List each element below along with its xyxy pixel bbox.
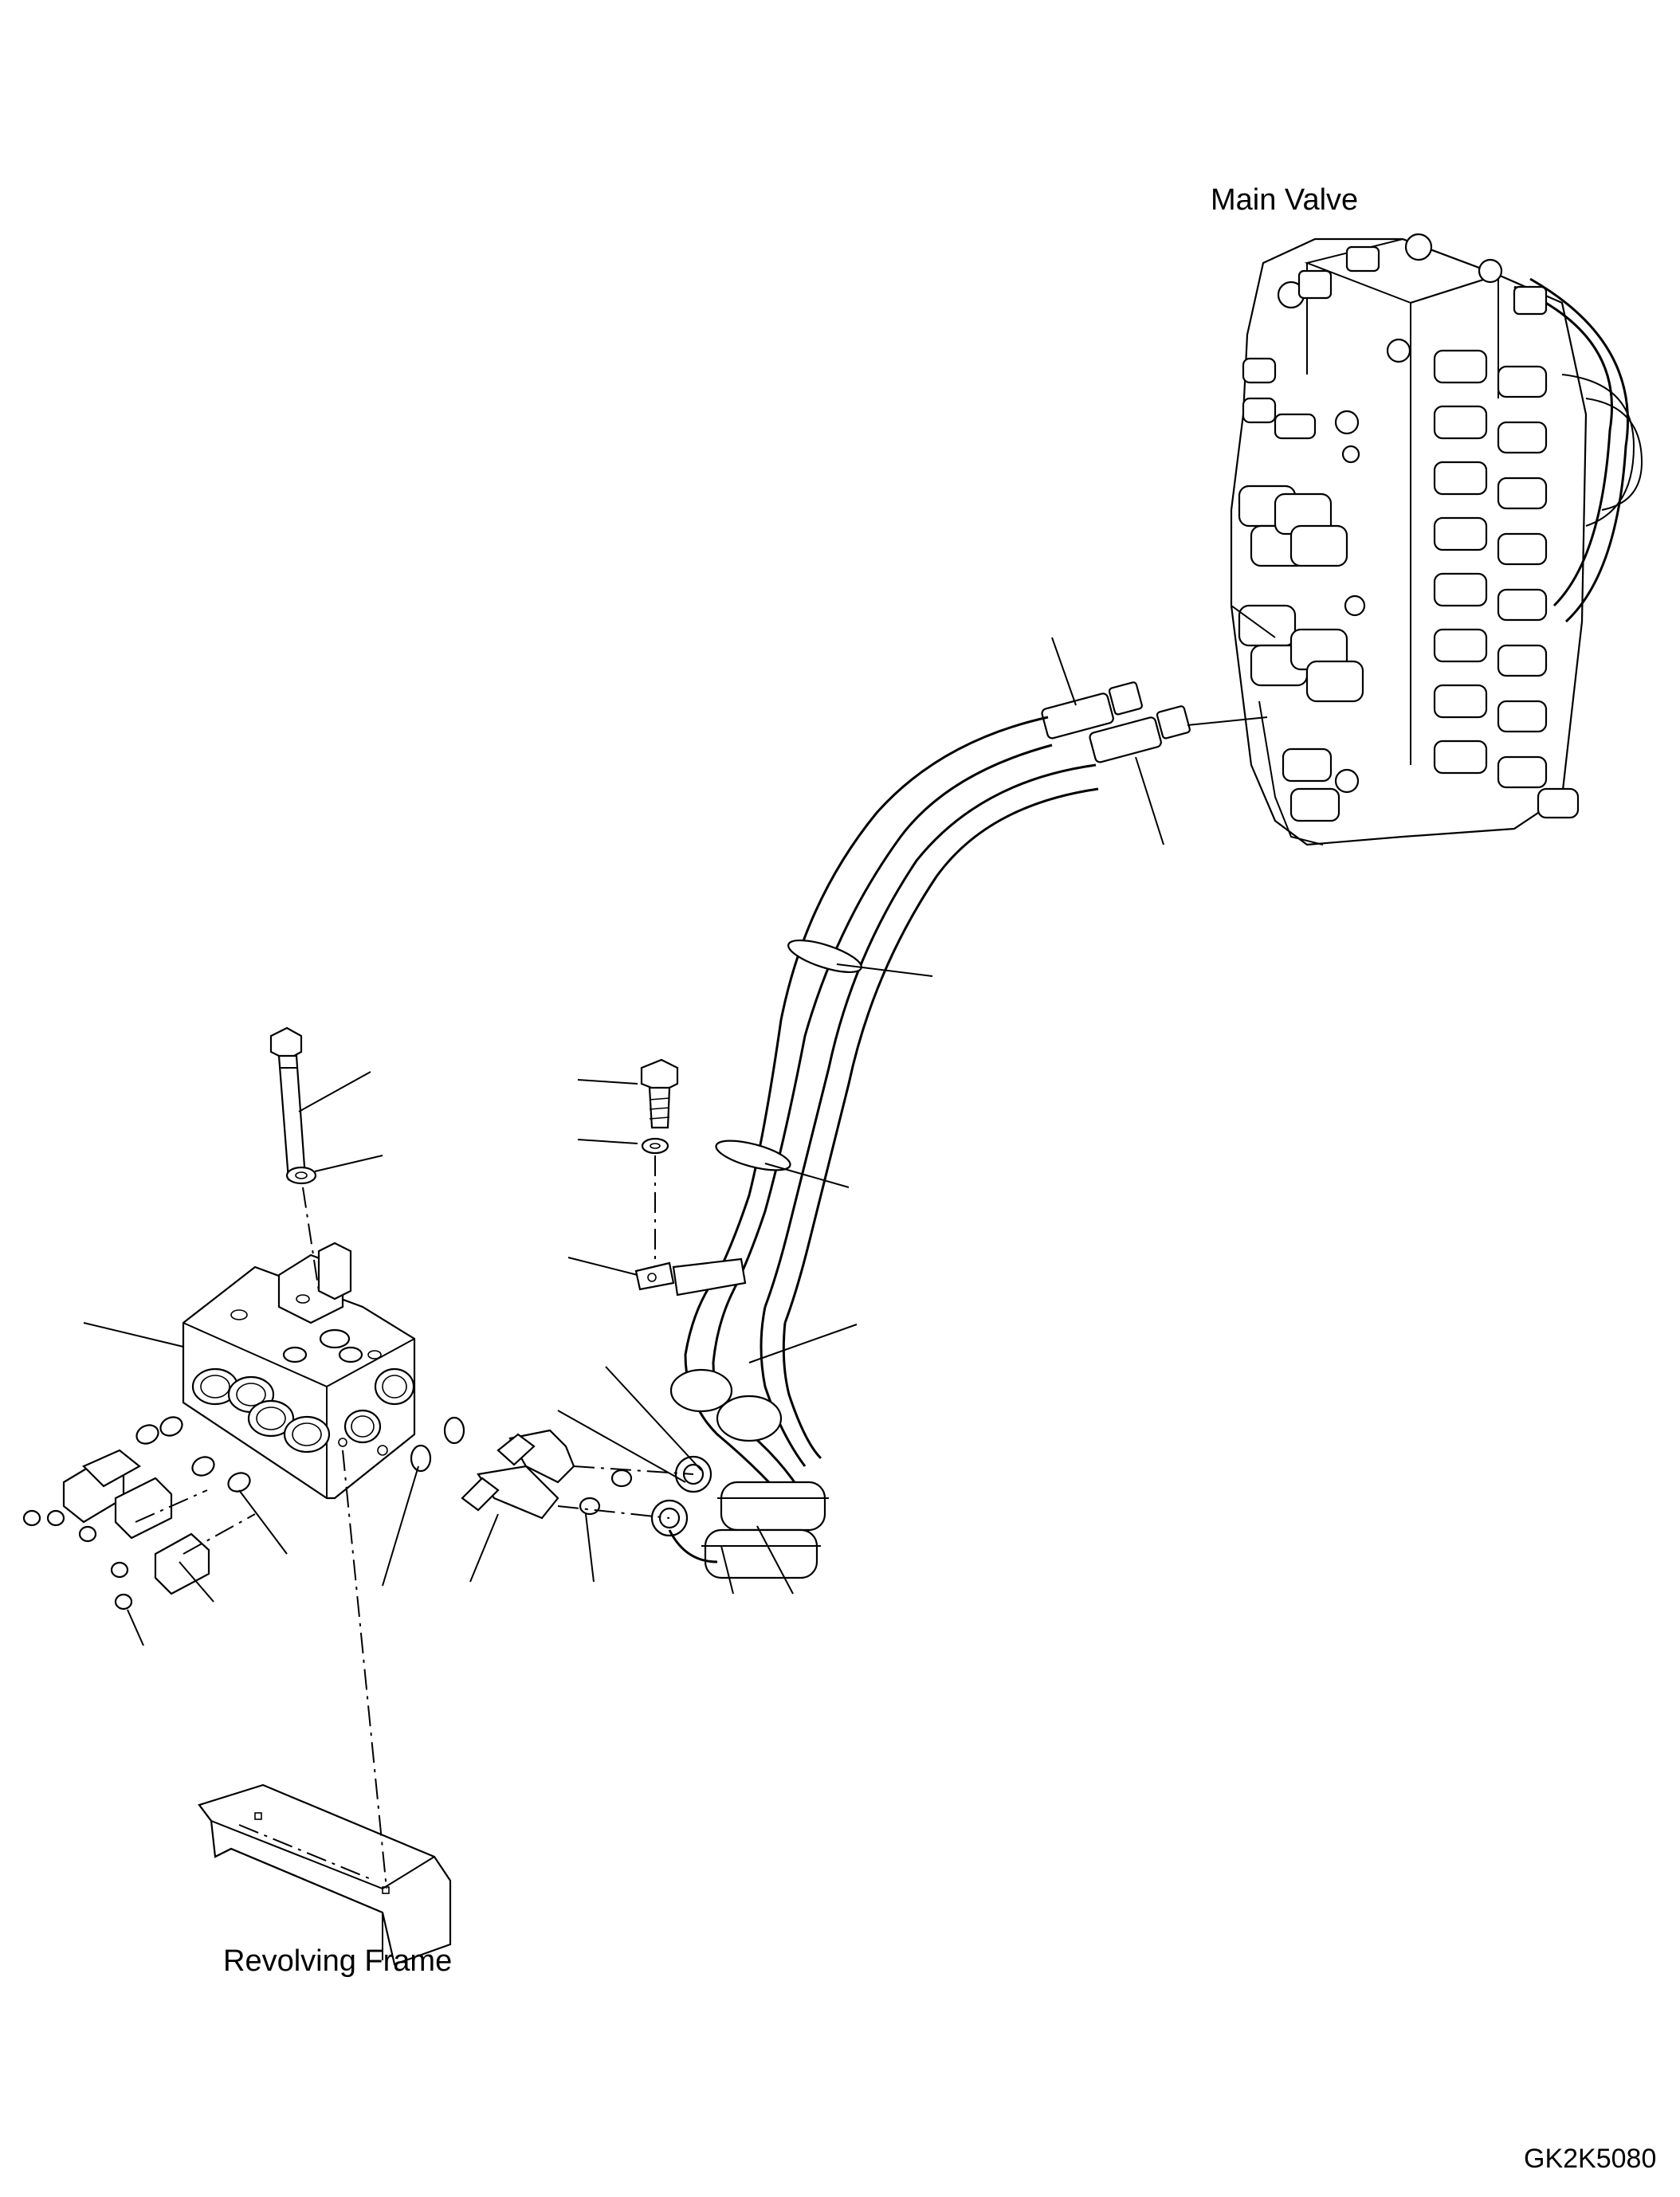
bolt-centerline	[302, 1187, 320, 1292]
clamp-washer	[641, 1137, 669, 1155]
revolving-frame-bracket	[198, 1783, 452, 1966]
clamp-plate	[634, 1261, 675, 1291]
leader-lines	[83, 637, 1164, 1646]
elbow-fittings	[410, 1416, 694, 1520]
revolving-frame-label: Revolving Frame	[223, 1944, 453, 1978]
hose-assembly	[650, 681, 1191, 1579]
bolt-washer	[285, 1166, 317, 1185]
main-valve-assembly	[1230, 233, 1643, 846]
left-fittings	[22, 1416, 256, 1610]
manifold-bolt	[269, 1026, 307, 1181]
right-spool-caps	[1433, 349, 1580, 819]
drawing-code: GK2K5080	[1524, 2144, 1657, 2174]
valve-connection-line	[1187, 716, 1268, 726]
main-valve-label: Main Valve	[1211, 183, 1359, 217]
frame-centerline	[342, 1450, 387, 1889]
clamp-bolt	[640, 1058, 679, 1129]
valve-manifold-block	[182, 1242, 416, 1500]
left-spool-caps	[1238, 357, 1364, 822]
